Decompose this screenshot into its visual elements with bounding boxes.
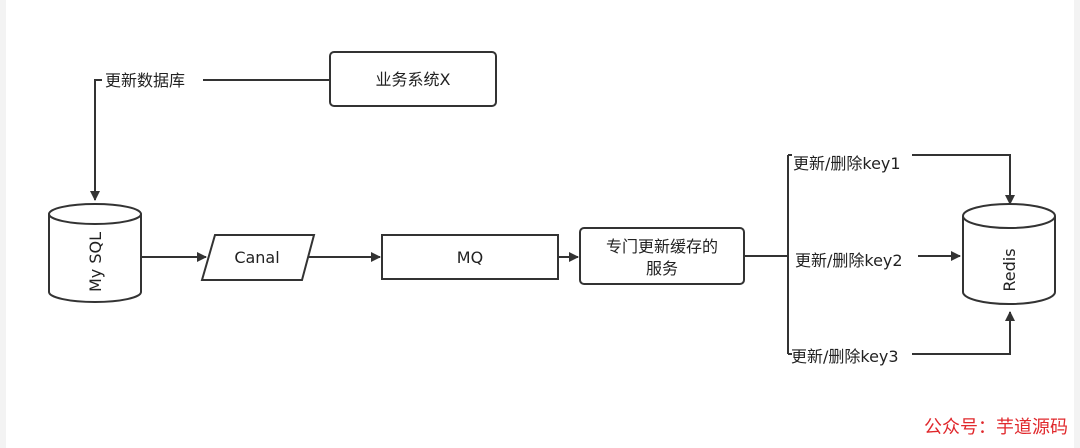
business-system-node: 业务系统X [329, 51, 497, 107]
edge-label-key2: 更新/删除key2 [795, 251, 903, 270]
business-system-label: 业务系统X [376, 70, 451, 89]
cache-service-label-line2: 服务 [646, 259, 678, 278]
mq-node: MQ [381, 234, 559, 280]
canal-label: Canal [234, 248, 279, 267]
cache-service-label-line1: 专门更新缓存的 [606, 237, 718, 256]
canal-node: Canal [200, 234, 316, 281]
redis-label: Redis [1000, 248, 1019, 291]
mysql-node: My SQL [48, 203, 142, 303]
left-border [0, 0, 6, 448]
right-border [1074, 0, 1080, 448]
edge-update-db: 更新数据库 [90, 71, 330, 201]
edge-label-update-db: 更新数据库 [105, 71, 185, 90]
mysql-label: My SQL [86, 232, 105, 292]
edge-label-key1: 更新/删除key1 [793, 154, 901, 173]
mq-label: MQ [457, 248, 483, 267]
edge-service-redis: 更新/删除key1 更新/删除key2 更新/删除key3 [744, 154, 1015, 366]
redis-node: Redis [962, 203, 1056, 305]
cache-service-node: 专门更新缓存的 服务 [579, 227, 745, 285]
watermark-text: 公众号：芋道源码 [924, 417, 1068, 438]
edge-label-key3: 更新/删除key3 [791, 347, 899, 366]
